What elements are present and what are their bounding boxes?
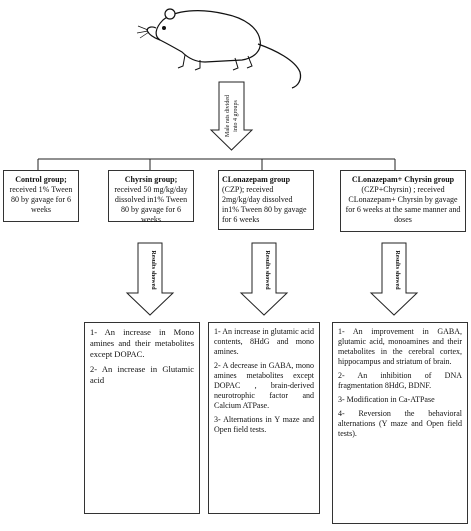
group-title: Control group; <box>15 175 67 184</box>
group-body: (CZP+Chyrsin) ; received CLonazepam+ Chy… <box>345 185 461 224</box>
group-body: (CZP); received 2mg/kg/day dissolved in1… <box>222 185 307 224</box>
rat-illustration <box>136 8 302 89</box>
results-arrow-3-label: Results showed <box>264 250 270 290</box>
group-title: CLonazepam+ Chyrsin group <box>351 175 455 184</box>
group-box-combined: CLonazepam+ Chyrsin group (CZP+Chyrsin) … <box>340 170 466 232</box>
results-box-chyrsin: 1- An increase in Mono amines and their … <box>84 322 200 514</box>
group-body: received 50 mg/kg/day dissolved in1% Twe… <box>114 185 188 224</box>
group-title: CLonazepam group <box>222 175 291 184</box>
group-title: Chyrsin group; <box>124 175 178 184</box>
group-box-clonazepam: CLonazepam group (CZP); received 2mg/kg/… <box>218 170 314 230</box>
result-item: 2- An increase in Glutamic acid <box>90 364 194 385</box>
result-item: 1- An increase in Mono amines and their … <box>90 327 194 359</box>
group-box-control: Control group; received 1% Tween 80 by g… <box>3 170 79 222</box>
result-item: 2- A decrease in GABA, mono amines metab… <box>214 361 314 410</box>
result-item: 3- Alternations in Y maze and Open field… <box>214 415 314 434</box>
results-arrow-4: Results showed <box>369 242 419 316</box>
top-arrow-label-line1: Male rats divided <box>225 95 231 137</box>
top-arrow-label-line2: into 4 groups <box>233 100 239 132</box>
results-arrow-2-label: Results showed <box>150 250 156 290</box>
results-box-clonazepam: 1- An increase in glutamic acid contents… <box>208 322 320 514</box>
group-body: received 1% Tween 80 by gavage for 6 wee… <box>9 185 73 214</box>
result-item: 3- Modification in Ca-ATPase <box>338 395 435 404</box>
results-arrow-4-label: Results showed <box>394 250 400 290</box>
results-box-combined: 1- An improvement in GABA, glutamic acid… <box>332 322 468 524</box>
results-arrow-2: Results showed <box>125 242 175 316</box>
group-box-chyrsin: Chyrsin group; received 50 mg/kg/day dis… <box>108 170 194 224</box>
result-item: 1- An improvement in GABA, glutamic acid… <box>338 327 462 366</box>
result-item: 1- An increase in glutamic acid contents… <box>214 327 314 356</box>
top-arrow: Male rats divided into 4 groups <box>209 81 254 151</box>
result-item: 2- An inhibition of DNA fragmentation 8H… <box>338 371 462 390</box>
result-item: 4- Reversion the behavioral alternations… <box>338 409 462 438</box>
results-arrow-3: Results showed <box>239 242 289 316</box>
